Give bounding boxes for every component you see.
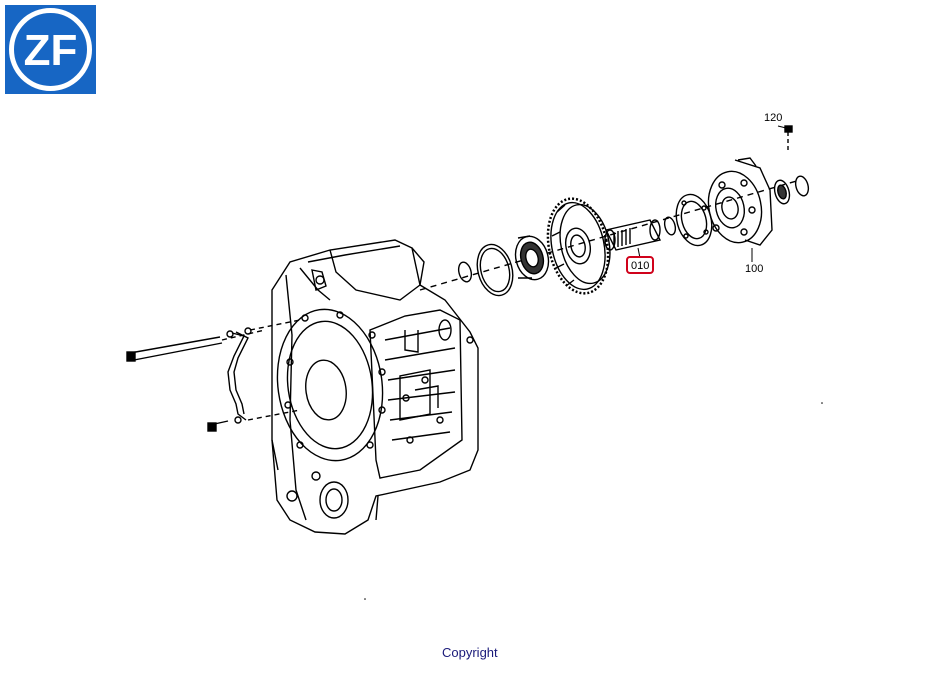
snap-ring	[476, 243, 514, 297]
speck	[821, 402, 823, 404]
o-ring	[663, 216, 677, 236]
callout-120: 120	[764, 112, 782, 124]
zf-logo: ZF	[5, 5, 96, 94]
screw-part-120	[784, 125, 793, 150]
roller-bearing	[514, 235, 550, 281]
pipe-bracket	[207, 319, 301, 432]
gasket	[675, 193, 713, 247]
callout-100: 100	[745, 263, 763, 275]
copyright-text[interactable]: Copyright	[442, 645, 498, 660]
callout-010-highlighted[interactable]: 010	[626, 256, 654, 274]
o-ring-small	[457, 261, 473, 283]
pump-cover-part-100	[707, 157, 773, 246]
logo-text: ZF	[24, 26, 78, 75]
spur-gear	[546, 197, 611, 295]
transmission-housing	[271, 239, 479, 535]
shaft-part-010	[604, 219, 662, 251]
retaining-ring	[794, 175, 810, 197]
needle-bearing	[773, 179, 791, 205]
speck	[364, 598, 366, 600]
callout-010[interactable]: 010	[631, 260, 649, 272]
